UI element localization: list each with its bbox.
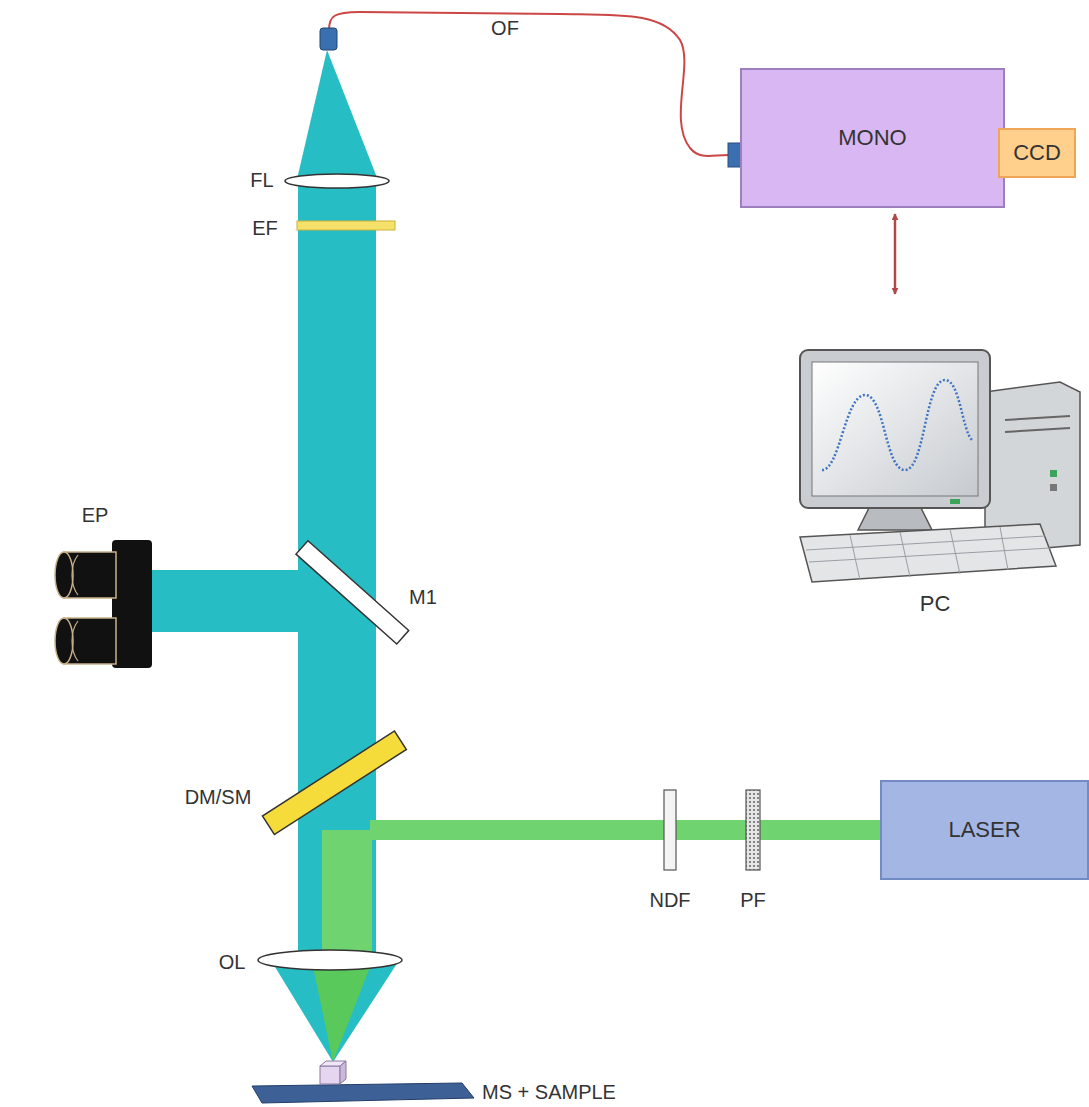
filter-label: NDF bbox=[649, 889, 690, 912]
eyepiece-beam bbox=[150, 570, 300, 632]
objective-cone bbox=[272, 962, 398, 1062]
laser-beam bbox=[370, 820, 882, 840]
drive-slot bbox=[1005, 416, 1070, 420]
objective-lens bbox=[258, 950, 402, 970]
monitor bbox=[800, 350, 990, 508]
fiber-label: OF bbox=[491, 17, 519, 40]
keyboard-keys bbox=[806, 527, 1050, 580]
computer-node: PC bbox=[785, 300, 1085, 620]
eyepiece-tube bbox=[64, 552, 116, 598]
eyepiece-edge bbox=[72, 555, 78, 595]
mirror bbox=[296, 541, 409, 644]
monitor-screen bbox=[812, 362, 978, 496]
fiber-coupler bbox=[320, 28, 337, 50]
box-label: MONO bbox=[838, 125, 906, 150]
stage-label: MS + SAMPLE bbox=[482, 1081, 616, 1104]
filter-label: EF bbox=[252, 217, 278, 240]
plasma-filter bbox=[746, 790, 760, 870]
lens-label: FL bbox=[250, 169, 273, 192]
monitor-light bbox=[950, 499, 960, 504]
power-light bbox=[1050, 470, 1057, 477]
monochromator-box: MONO bbox=[740, 68, 1005, 208]
dichroic-mirror bbox=[262, 731, 406, 835]
ccd-detector-box: CCD bbox=[998, 128, 1076, 178]
laser-source-box: LASER bbox=[880, 780, 1089, 880]
tower-button bbox=[1050, 484, 1057, 491]
eyepiece-end bbox=[55, 618, 73, 664]
eyepiece-tube bbox=[64, 618, 116, 664]
optical-fiber bbox=[329, 12, 728, 156]
objective-label: OL bbox=[219, 951, 246, 974]
data-link-arrow bbox=[894, 214, 897, 294]
dichroic-label: DM/SM bbox=[185, 786, 252, 809]
eyepiece-body bbox=[112, 540, 152, 668]
box-label: PC bbox=[920, 591, 951, 616]
keyboard bbox=[800, 524, 1056, 582]
mirror-label: M1 bbox=[409, 586, 437, 609]
drive-slot bbox=[1005, 428, 1070, 432]
eyepiece-label: EP bbox=[82, 504, 109, 527]
box-label: CCD bbox=[1013, 140, 1061, 165]
sample-cube-side bbox=[340, 1061, 346, 1084]
box-label: LASER bbox=[948, 817, 1020, 842]
focused-beam bbox=[298, 50, 376, 175]
microscope-stage bbox=[252, 1083, 474, 1103]
focusing-lens bbox=[285, 174, 389, 188]
spectrum-curve bbox=[822, 380, 972, 470]
monitor-stand bbox=[858, 506, 932, 530]
neutral-density-filter bbox=[664, 790, 676, 870]
sample-cube bbox=[320, 1066, 340, 1084]
emission-filter bbox=[297, 221, 395, 230]
eyepiece-edge bbox=[72, 621, 78, 661]
laser-focus-cone bbox=[312, 962, 372, 1062]
eyepiece-end bbox=[55, 552, 73, 598]
filter-label: PF bbox=[740, 889, 766, 912]
laser-beam-down bbox=[322, 830, 372, 958]
